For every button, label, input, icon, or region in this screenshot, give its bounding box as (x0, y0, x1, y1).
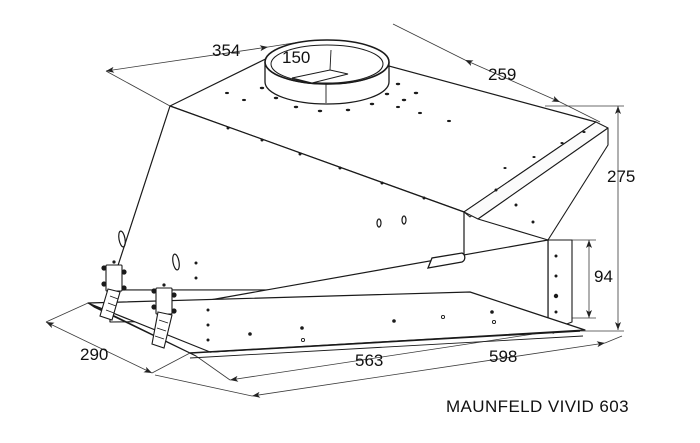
dim-line-290 (45, 321, 153, 374)
flange-front-edge-light (189, 335, 584, 359)
mounting-bracket-left (99, 260, 127, 321)
dim-label-94: 94 (594, 267, 613, 286)
dim-label-259: 259 (488, 65, 516, 84)
ext-line-290-start (45, 302, 89, 323)
mounting-bracket-right (151, 283, 177, 349)
duct-collar (225, 39, 451, 123)
dim-label-598: 598 (489, 347, 517, 366)
dimension-labels: 354 150 259 275 94 290 563 598 (80, 41, 635, 370)
flange-front-edge-heavy (189, 330, 581, 354)
dim-line-259 (464, 59, 561, 103)
duct-collar-inner-rim (270, 44, 384, 84)
damper-hinge-pin (329, 49, 332, 71)
dim-label-563: 563 (355, 351, 383, 370)
ext-line-259-left (392, 23, 466, 61)
right-sloped-panel-outer (477, 127, 609, 241)
ext-line-563-left (195, 355, 231, 381)
dim-label-290: 290 (80, 345, 108, 364)
model-title: MAUNFELD VIVID 603 (446, 397, 629, 416)
panel-fastener-dots (194, 126, 586, 342)
mounting-brackets (99, 260, 177, 349)
front-face-details (248, 215, 497, 343)
dimension-lines-layer (45, 23, 624, 398)
ext-line-598-left (154, 374, 253, 397)
filter-handle-slot (426, 252, 466, 269)
ext-line-259-right (559, 101, 601, 123)
dim-label-275: 275 (607, 167, 635, 186)
front-oval-hole-2 (401, 215, 407, 225)
duct-collar-screw-holes (259, 82, 419, 113)
dim-label-354: 354 (212, 41, 240, 60)
left-panel-slots (118, 230, 180, 271)
side-slot-lower (172, 253, 180, 271)
top-panel-holes (225, 91, 451, 123)
dim-label-150: 150 (282, 48, 310, 67)
damper-flap (291, 69, 349, 84)
right-side-panel (547, 239, 573, 332)
dim-line-598 (251, 341, 606, 398)
ext-line-354-left (105, 70, 171, 107)
front-oval-hole-1 (376, 218, 382, 228)
ext-line-598-right (604, 335, 623, 344)
side-slot-upper (118, 230, 126, 248)
dim-line-354 (105, 45, 269, 73)
ext-line-290-end (151, 352, 191, 374)
